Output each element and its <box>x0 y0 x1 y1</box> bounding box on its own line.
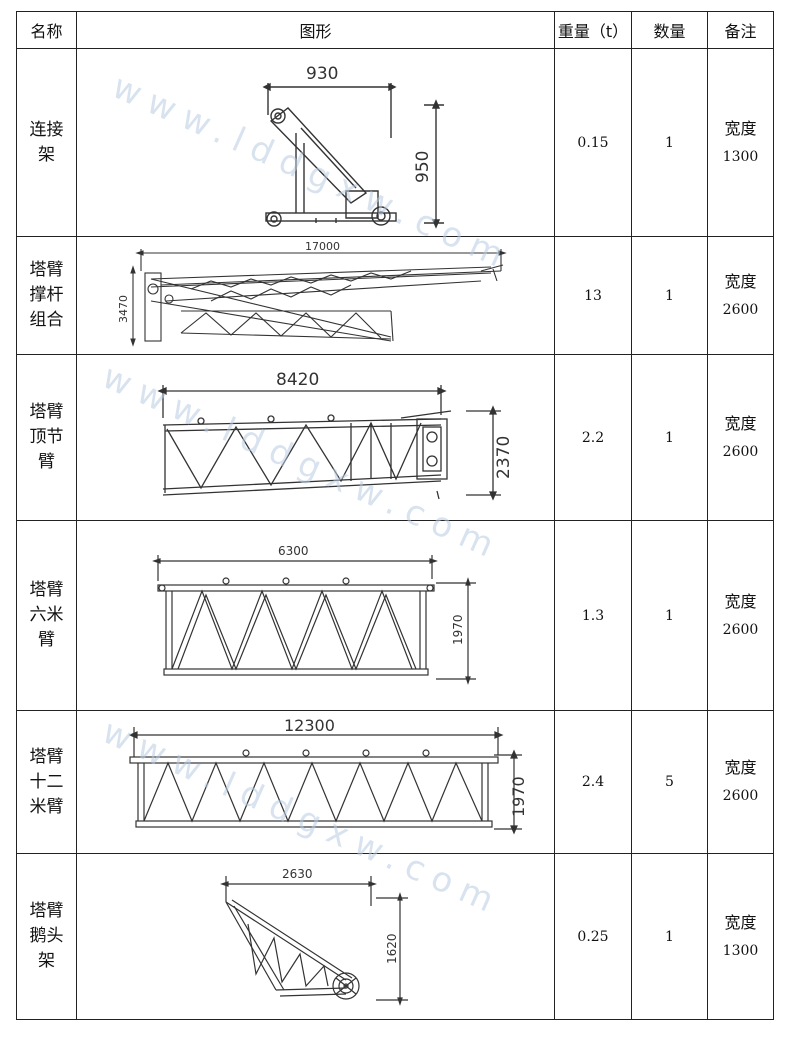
drawing-strut-assembly: 17000 3470 <box>117 241 507 347</box>
header-row: 名称 图形 重量（t） 数量 备注 <box>16 11 774 49</box>
svg-text:2630: 2630 <box>282 867 313 881</box>
qty-cell: 1 <box>631 853 708 1020</box>
table-row: 塔臂鹅头架 2630 1620 <box>16 853 774 1020</box>
figure-top-jib: 8420 2370 <box>76 354 555 521</box>
qty-cell: 1 <box>631 520 708 711</box>
weight-cell: 0.15 <box>554 48 632 237</box>
row-name: 塔臂撑杆组合 <box>16 236 77 355</box>
header-note: 备注 <box>707 11 774 49</box>
svg-text:1970: 1970 <box>451 614 465 645</box>
row-name: 塔臂顶节臂 <box>16 354 77 521</box>
header-qty: 数量 <box>631 11 708 49</box>
svg-text:6300: 6300 <box>278 544 309 558</box>
header-name: 名称 <box>16 11 77 49</box>
qty-cell: 1 <box>631 236 708 355</box>
drawing-six-meter-jib: 6300 1970 <box>151 544 476 685</box>
weight-cell: 0.25 <box>554 853 632 1020</box>
svg-text:1970: 1970 <box>509 776 526 817</box>
svg-text:950: 950 <box>413 150 433 182</box>
figure-twelve-meter-jib: 12300 1970 <box>76 710 555 854</box>
figure-gooseneck-frame: 2630 1620 <box>76 853 555 1020</box>
table-row: 塔臂十二米臂 12300 1970 <box>16 710 774 854</box>
svg-text:2370: 2370 <box>494 435 511 478</box>
drawing-connecting-frame: 930 950 <box>261 64 444 229</box>
row-name: 连接架 <box>16 48 77 237</box>
drawing-twelve-meter-jib: 12300 1970 <box>127 717 526 835</box>
svg-text:8420: 8420 <box>276 370 319 390</box>
component-spec-table: 名称 图形 重量（t） 数量 备注 连接架 930 950 <box>16 11 774 1020</box>
table-row: 塔臂撑杆组合 17000 3470 <box>16 236 774 355</box>
row-name: 塔臂鹅头架 <box>16 853 77 1020</box>
qty-cell: 5 <box>631 710 708 854</box>
drawing-top-jib: 8420 2370 <box>156 370 511 501</box>
header-weight: 重量（t） <box>554 11 632 49</box>
drawing-gooseneck-frame: 2630 1620 <box>219 867 408 1006</box>
svg-text:12300: 12300 <box>284 717 335 735</box>
figure-strut-assembly: 17000 3470 <box>76 236 555 355</box>
table-row: 塔臂六米臂 6300 1970 <box>16 520 774 711</box>
row-name: 塔臂六米臂 <box>16 520 77 711</box>
row-name: 塔臂十二米臂 <box>16 710 77 854</box>
table-row: 连接架 930 950 <box>16 48 774 237</box>
figure-connecting-frame: 930 950 <box>76 48 555 237</box>
qty-cell: 1 <box>631 354 708 521</box>
weight-cell: 1.3 <box>554 520 632 711</box>
figure-six-meter-jib: 6300 1970 <box>76 520 555 711</box>
header-figure: 图形 <box>76 11 555 49</box>
svg-text:3470: 3470 <box>117 295 130 323</box>
weight-cell: 2.4 <box>554 710 632 854</box>
qty-cell: 1 <box>631 48 708 237</box>
svg-text:930: 930 <box>306 64 338 84</box>
svg-text:17000: 17000 <box>305 241 340 253</box>
svg-text:1620: 1620 <box>385 933 399 964</box>
weight-cell: 2.2 <box>554 354 632 521</box>
table-row: 塔臂顶节臂 8420 2370 <box>16 354 774 521</box>
weight-cell: 13 <box>554 236 632 355</box>
